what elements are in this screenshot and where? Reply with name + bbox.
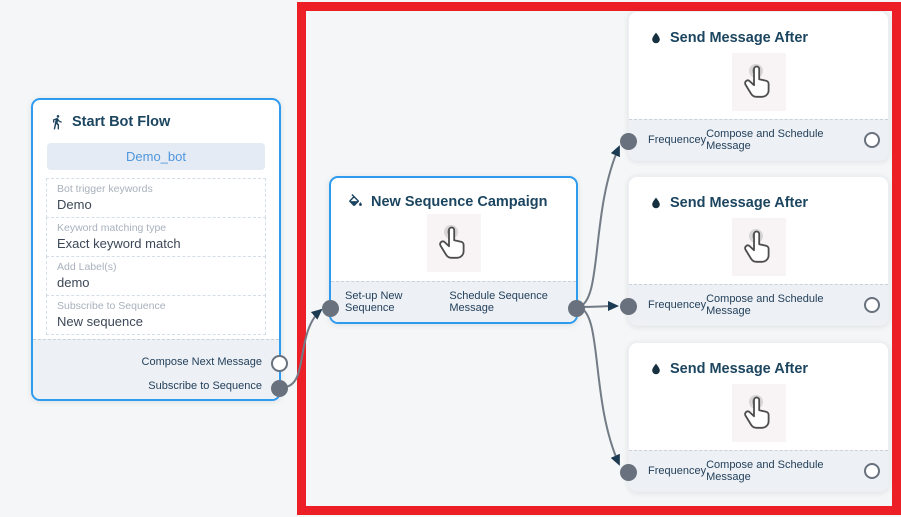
send-message-after-node-2[interactable]: Send Message After Frequencey Compose an… xyxy=(620,176,889,326)
send-node-title: Send Message After xyxy=(670,195,809,211)
field-keyword-matching-type[interactable]: Keyword matching type Exact keyword matc… xyxy=(46,217,266,257)
send-message-after-node-3[interactable]: Send Message After Frequencey Compose an… xyxy=(620,342,889,492)
input-frequency-label: Frequencey xyxy=(648,299,707,311)
node-body-click-area[interactable] xyxy=(731,53,786,111)
start-bot-flow-node[interactable]: Start Bot Flow Demo_bot Bot trigger keyw… xyxy=(31,98,288,401)
output-compose-schedule-label: Compose and Schedule Message xyxy=(706,293,824,317)
wire-sequence-to-send-1[interactable] xyxy=(577,145,620,308)
paint-bucket-icon xyxy=(347,193,364,211)
port-sequence-input[interactable] xyxy=(322,300,339,317)
water-droplet-icon xyxy=(649,361,663,377)
field-value: demo xyxy=(57,275,90,290)
hand-cursor-icon xyxy=(743,395,769,429)
output-compose-schedule-label: Compose and Schedule Message xyxy=(706,459,824,483)
send-node-footer: Frequencey Compose and Schedule Message xyxy=(629,119,888,160)
output-compose-next-message: Compose Next Message xyxy=(141,356,262,368)
port-frequency-input[interactable] xyxy=(620,133,637,150)
hand-cursor-icon xyxy=(743,229,769,263)
port-frequency-input[interactable] xyxy=(620,464,637,481)
port-frequency-input[interactable] xyxy=(620,298,637,315)
field-add-labels[interactable]: Add Label(s) demo xyxy=(46,256,266,296)
send-node-title: Send Message After xyxy=(670,30,809,46)
port-compose-schedule-message[interactable] xyxy=(864,463,880,479)
field-label: Bot trigger keywords xyxy=(57,183,153,195)
field-value: Exact keyword match xyxy=(57,236,181,251)
send-message-after-node-1[interactable]: Send Message After Frequencey Compose an… xyxy=(620,11,889,161)
water-droplet-icon xyxy=(649,195,663,211)
sequence-node-footer: Set-up New Sequence Schedule Sequence Me… xyxy=(331,281,576,322)
node-body-click-area[interactable] xyxy=(731,218,786,276)
send-node-title-row: Send Message After xyxy=(629,12,888,47)
field-label: Add Label(s) xyxy=(57,261,117,273)
send-node-footer: Frequencey Compose and Schedule Message xyxy=(629,450,888,491)
sequence-node-title-row: New Sequence Campaign xyxy=(331,178,576,211)
port-subscribe-to-sequence[interactable] xyxy=(271,380,288,397)
field-label: Subscribe to Sequence xyxy=(57,300,166,312)
hand-cursor-icon xyxy=(743,64,769,98)
water-droplet-icon xyxy=(649,30,663,46)
port-compose-schedule-message[interactable] xyxy=(864,297,880,313)
output-compose-schedule-label: Compose and Schedule Message xyxy=(706,128,824,152)
new-sequence-campaign-node[interactable]: New Sequence Campaign Set-up New Sequenc… xyxy=(322,176,585,324)
input-frequency-label: Frequencey xyxy=(648,134,707,146)
send-node-title: Send Message After xyxy=(670,361,809,377)
output-schedule-sequence-message: Schedule Sequence Message xyxy=(449,290,548,314)
field-subscribe-to-sequence[interactable]: Subscribe to Sequence New sequence xyxy=(46,295,266,335)
sequence-node-title: New Sequence Campaign xyxy=(371,194,548,210)
field-bot-trigger-keywords[interactable]: Bot trigger keywords Demo xyxy=(46,178,266,218)
input-frequency-label: Frequencey xyxy=(648,465,707,477)
send-node-title-row: Send Message After xyxy=(629,177,888,212)
field-label: Keyword matching type xyxy=(57,222,167,234)
start-node-footer: Compose Next Message Subscribe to Sequen… xyxy=(33,339,279,399)
send-node-title-row: Send Message After xyxy=(629,343,888,378)
start-node-fields: Bot trigger keywords Demo Keyword matchi… xyxy=(46,178,266,335)
start-node-title: Start Bot Flow xyxy=(72,114,171,130)
start-node-title-row: Start Bot Flow xyxy=(33,100,279,131)
output-setup-new-sequence: Set-up New Sequence xyxy=(345,290,403,314)
port-compose-schedule-message[interactable] xyxy=(864,132,880,148)
field-value: Demo xyxy=(57,197,92,212)
send-node-footer: Frequencey Compose and Schedule Message xyxy=(629,284,888,325)
node-body-click-area[interactable] xyxy=(731,384,786,442)
node-body-click-area[interactable] xyxy=(426,214,481,272)
output-subscribe-to-sequence: Subscribe to Sequence xyxy=(148,380,262,392)
wire-sequence-to-send-3[interactable] xyxy=(577,306,620,466)
field-value: New sequence xyxy=(57,314,143,329)
bot-name-pill[interactable]: Demo_bot xyxy=(47,143,265,170)
port-compose-next-message[interactable] xyxy=(271,355,288,372)
wire-start-to-sequence[interactable] xyxy=(280,308,323,389)
walking-person-icon xyxy=(49,114,65,130)
port-sequence-output[interactable] xyxy=(568,300,585,317)
hand-cursor-icon xyxy=(438,225,464,259)
